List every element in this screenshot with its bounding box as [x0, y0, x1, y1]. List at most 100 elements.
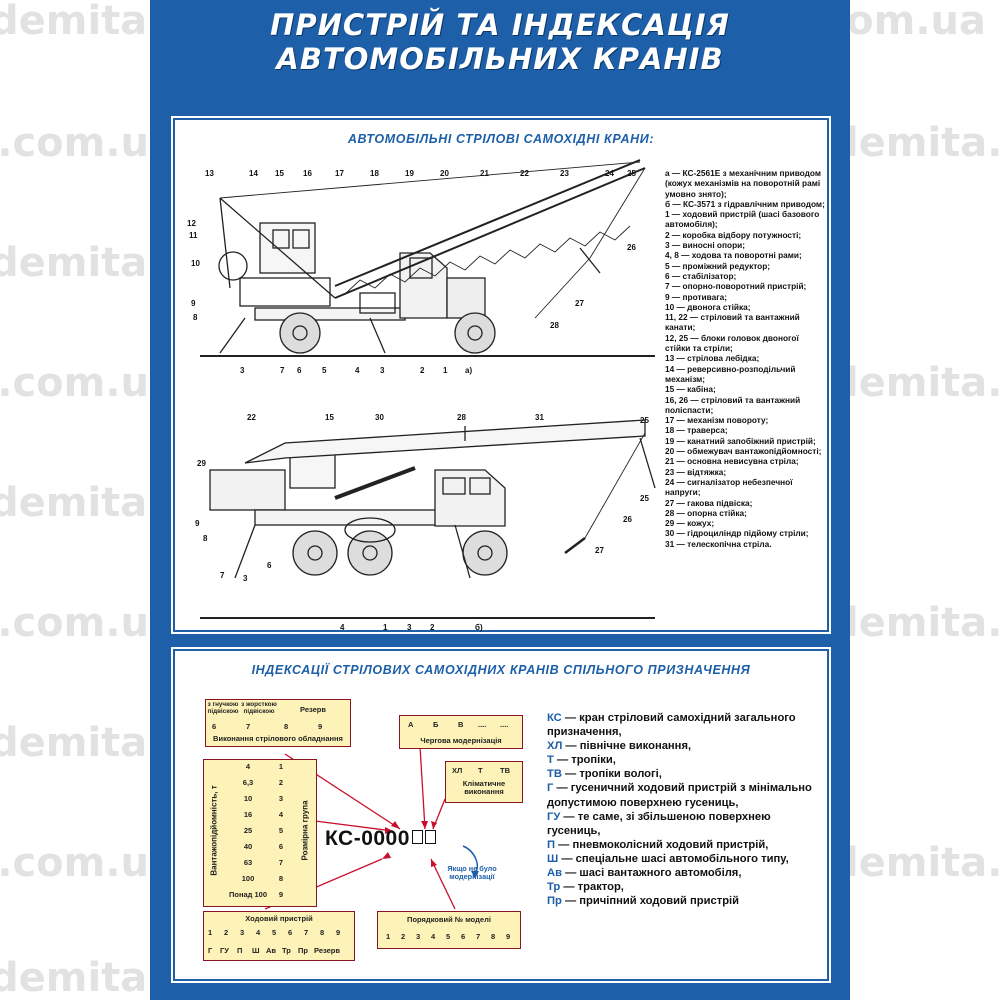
- code-definitions: КС — кран стріловий самохідний загальног…: [547, 711, 822, 908]
- mod-letter: В: [458, 720, 464, 729]
- callout-a-4: 4: [355, 366, 360, 375]
- callout-a-21: 21: [480, 169, 489, 178]
- callout-a-18: 18: [370, 169, 379, 178]
- crane-diagram-panel: АВТОМОБІЛЬНІ СТРІЛОВІ САМОХІДНІ КРАНИ:: [173, 118, 829, 632]
- code-item: Пр — причіпний ходовий пристрій: [547, 894, 822, 908]
- model-num: 7: [476, 932, 481, 941]
- boom-num: 6: [212, 722, 217, 731]
- code-item: Ш — спеціальне шасі автомобільного типу,: [547, 852, 822, 866]
- callout-a-2: 2: [420, 366, 425, 375]
- watermark: demita.com.ua: [830, 600, 1000, 646]
- callout-b-9: 9: [195, 519, 200, 528]
- callout-a-14: 14: [249, 169, 258, 178]
- model-num: 1: [386, 932, 391, 941]
- code-key: П: [547, 838, 556, 851]
- boom-num: 8: [284, 722, 289, 731]
- climate-box: ХЛ Т ТВ Кліматичне виконання: [445, 761, 523, 803]
- model-num: 8: [491, 932, 496, 941]
- code-key: Ав: [547, 867, 562, 880]
- climate-letter: ХЛ: [452, 766, 463, 775]
- code-desc: — кран стріловий самохідний загального п…: [547, 712, 796, 739]
- model-num: 9: [506, 932, 511, 941]
- code-item: Тр — трактор,: [547, 880, 822, 894]
- code-key: Ш: [547, 852, 559, 865]
- boom-caption: Виконання стрілового обладнання: [213, 734, 343, 743]
- callout-a-26: 26: [627, 243, 636, 252]
- poster-title: ПРИСТРІЙ ТА ІНДЕКСАЦІЯ АВТОМОБІЛЬНИХ КРА…: [150, 8, 850, 76]
- size-group-label: Розмірна група: [300, 800, 310, 861]
- legend-item: б — КС-3571 з гідравлічним приводом;: [665, 198, 825, 209]
- callout-a-15: 15: [275, 169, 284, 178]
- capacity-value: 6,3: [242, 778, 254, 787]
- legend-item: 7 — опорно-поворотний пристрій;: [665, 281, 807, 292]
- legend-item: 27 — гакова підвіска;: [665, 497, 753, 508]
- callout-b-22: 22: [247, 413, 256, 422]
- code-key: ТВ: [547, 768, 562, 781]
- legend-item: 16, 26 — стріловий та вантажний поліспас…: [665, 394, 801, 415]
- legend-item: 28 — опорна стійка;: [665, 507, 747, 518]
- legend-item: 5 — проміжний редуктор;: [665, 260, 771, 271]
- code-slot: [411, 830, 423, 844]
- code-key: ХЛ: [547, 740, 563, 753]
- callout-a-27: 27: [575, 299, 584, 308]
- watermark: demita.com.ua: [830, 360, 1000, 406]
- callout-b-27: 27: [595, 546, 604, 555]
- callout-a-17: 17: [335, 169, 344, 178]
- capacity-value: 10: [243, 794, 253, 803]
- callout-a-25: 25: [627, 169, 636, 178]
- callout-b-2: 2: [430, 623, 435, 632]
- callout-b-1: 1: [383, 623, 388, 632]
- callout-a-6: 6: [297, 366, 302, 375]
- watermark: demita.com.ua: [830, 840, 1000, 886]
- code-item: Т — тропіки,: [547, 753, 822, 767]
- legend-item: 17 — механізм повороту;: [665, 415, 769, 426]
- section-2-title: ІНДЕКСАЦІЇ СТРІЛОВИХ САМОХІДНИХ КРАНІВ С…: [251, 663, 751, 677]
- capacity-value: 25: [243, 826, 253, 835]
- size-group-value: 2: [278, 778, 284, 787]
- climate-letter: Т: [478, 766, 483, 775]
- climate-letter: ТВ: [500, 766, 510, 775]
- chassis-caption: Ходовий пристрій: [245, 914, 313, 923]
- chassis-letter: Резерв: [314, 946, 340, 955]
- callout-b-30: 30: [375, 413, 384, 422]
- code-key: Пр: [547, 895, 562, 908]
- size-group-value: 1: [278, 762, 284, 771]
- chassis-num: 8: [320, 928, 325, 937]
- index-code: КС-0000: [325, 827, 436, 851]
- callout-a-22: 22: [520, 169, 529, 178]
- callout-a-28: 28: [550, 321, 559, 330]
- callout-a-5: 5: [322, 366, 327, 375]
- section-1-title: АВТОМОБІЛЬНІ СТРІЛОВІ САМОХІДНІ КРАНИ:: [347, 132, 655, 146]
- chassis-num: 6: [288, 928, 293, 937]
- code-desc: — причіпний ходовий пристрій: [561, 895, 740, 908]
- code-key: Тр: [547, 881, 561, 894]
- code-item: КС — кран стріловий самохідний загальног…: [547, 711, 822, 739]
- capacity-value: 40: [243, 842, 253, 851]
- chassis-num: 2: [224, 928, 229, 937]
- boom-reserve-label: Резерв: [300, 705, 326, 714]
- legend-item: 9 — противага;: [665, 291, 728, 302]
- code-item: Г — гусеничний ходовий пристрій з мініма…: [547, 781, 822, 809]
- capacity-value: 100: [241, 874, 255, 883]
- callout-b-29: 29: [197, 459, 206, 468]
- code-desc: — тропіки вологі,: [561, 768, 662, 781]
- mod-letter: ....: [500, 720, 509, 729]
- callout-a-1: 1: [443, 366, 448, 375]
- model-num: 2: [401, 932, 406, 941]
- chassis-num: 7: [304, 928, 309, 937]
- size-group-value: 7: [278, 858, 284, 867]
- legend-item: 13 — стрілова лебідка;: [665, 353, 760, 364]
- callout-a-10: 10: [191, 259, 200, 268]
- boom-num: 7: [246, 722, 251, 731]
- legend-item: 24 — сигналізатор небезпечної напруги;: [665, 476, 793, 498]
- indexation-panel: ІНДЕКСАЦІЇ СТРІЛОВИХ САМОХІДНИХ КРАНІВ С…: [173, 649, 829, 981]
- legend-item: 2 — коробка відбору потужності;: [665, 229, 802, 240]
- size-group-value: 8: [278, 874, 284, 883]
- legend-item: 15 — кабіна;: [665, 384, 716, 395]
- boom-num: 9: [318, 722, 323, 731]
- chassis-num: 5: [272, 928, 277, 937]
- code-item: ГУ — те саме, зі збільшеною поверхнею гу…: [547, 810, 822, 838]
